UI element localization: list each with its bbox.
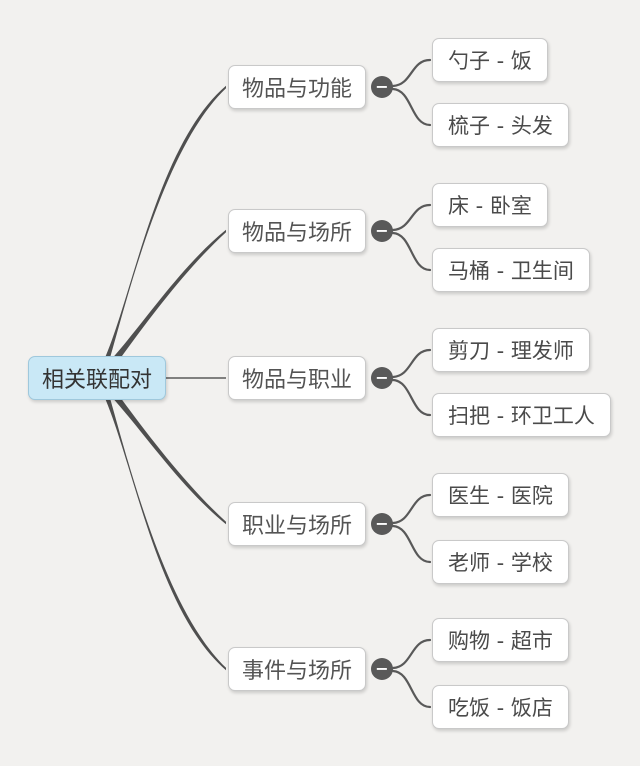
leaf-connector-5a xyxy=(391,638,432,670)
leaf-node-5-2[interactable]: 吃饭 - 饭店 xyxy=(432,685,569,729)
leaf-connector-3a xyxy=(391,348,432,379)
leaf-node-5-2-label: 吃饭 - 饭店 xyxy=(448,696,553,720)
root-node-label: 相关联配对 xyxy=(41,368,152,393)
leaf-connector-1a xyxy=(391,58,432,88)
leaf-node-4-2-label: 老师 - 学校 xyxy=(448,551,553,575)
minus-icon: − xyxy=(375,659,389,678)
leaf-connector-2b xyxy=(391,231,432,272)
branch-node-2-label: 物品与场所 xyxy=(241,221,352,246)
leaf-node-4-1-label: 医生 - 医院 xyxy=(448,484,553,508)
leaf-node-4-1[interactable]: 医生 - 医院 xyxy=(432,473,569,517)
leaf-node-5-1[interactable]: 购物 - 超市 xyxy=(432,618,569,662)
leaf-node-4-2[interactable]: 老师 - 学校 xyxy=(432,540,569,584)
leaf-node-1-1[interactable]: 勺子 - 饭 xyxy=(432,38,548,82)
branch-curve-1 xyxy=(95,85,226,379)
root-node[interactable]: 相关联配对 xyxy=(28,356,166,400)
leaf-node-3-1-label: 剪刀 - 理发师 xyxy=(448,339,574,363)
leaf-connector-4a xyxy=(391,493,432,525)
leaf-connector-1b xyxy=(391,87,432,127)
leaf-connector-3b xyxy=(391,378,432,417)
branch-node-3[interactable]: 物品与职业 xyxy=(228,356,366,400)
branch-node-3-label: 物品与职业 xyxy=(241,368,352,393)
branch-node-5[interactable]: 事件与场所 xyxy=(228,647,366,691)
leaf-node-5-1-label: 购物 - 超市 xyxy=(448,629,553,653)
collapse-toggle-1[interactable]: − xyxy=(371,76,393,98)
minus-icon: − xyxy=(375,368,389,387)
branch-node-5-label: 事件与场所 xyxy=(241,659,352,684)
leaf-connector-4b xyxy=(391,524,432,564)
minus-icon: − xyxy=(375,514,389,533)
leaf-node-3-1[interactable]: 剪刀 - 理发师 xyxy=(432,328,590,372)
collapse-toggle-5[interactable]: − xyxy=(371,658,393,680)
leaf-node-2-2-label: 马桶 - 卫生间 xyxy=(448,259,574,283)
collapse-toggle-2[interactable]: − xyxy=(371,220,393,242)
leaf-node-3-2-label: 扫把 - 环卫工人 xyxy=(448,404,595,428)
branch-node-4-label: 职业与场所 xyxy=(241,514,352,539)
leaf-node-1-2[interactable]: 梳子 - 头发 xyxy=(432,103,569,147)
minus-icon: − xyxy=(375,221,389,240)
branch-node-1-label: 物品与功能 xyxy=(241,77,352,102)
leaf-node-3-2[interactable]: 扫把 - 环卫工人 xyxy=(432,393,611,437)
branch-curve-5 xyxy=(95,378,226,671)
leaf-connector-5b xyxy=(391,669,432,709)
branch-node-2[interactable]: 物品与场所 xyxy=(228,209,366,253)
leaf-node-2-1-label: 床 - 卧室 xyxy=(448,194,532,218)
leaf-node-2-2[interactable]: 马桶 - 卫生间 xyxy=(432,248,590,292)
leaf-node-2-1[interactable]: 床 - 卧室 xyxy=(432,183,548,227)
collapse-toggle-3[interactable]: − xyxy=(371,367,393,389)
leaf-connector-2a xyxy=(391,203,432,232)
branch-node-4[interactable]: 职业与场所 xyxy=(228,502,366,546)
minus-icon: − xyxy=(375,77,389,96)
leaf-node-1-2-label: 梳子 - 头发 xyxy=(448,114,553,138)
branch-node-1[interactable]: 物品与功能 xyxy=(228,65,366,109)
collapse-toggle-4[interactable]: − xyxy=(371,513,393,535)
leaf-node-1-1-label: 勺子 - 饭 xyxy=(448,49,532,73)
